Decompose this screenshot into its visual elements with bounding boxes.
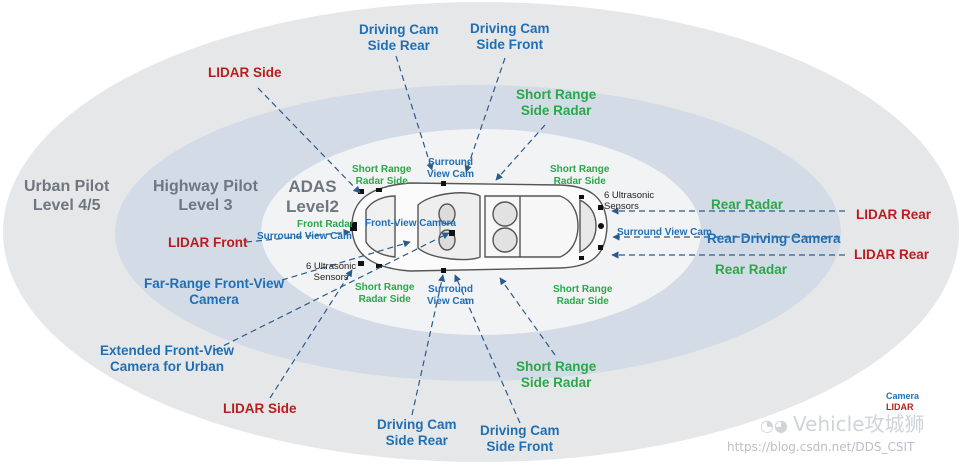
sensor-markers	[350, 181, 604, 273]
front-radar-label: Front Radar	[297, 219, 354, 230]
rear-driving-camera-label: Rear Driving Camera	[707, 231, 841, 246]
watermark-url: https://blog.csdn.net/DDS_CSIT	[727, 440, 915, 454]
connector-lines	[214, 55, 845, 424]
wechat-icon: ◔◕	[760, 416, 794, 435]
surround-view-cam-front-label: Surround View Cam	[257, 231, 352, 242]
front-view-camera-label: Front-View Camera	[365, 218, 456, 229]
lidar-front-label: LIDAR Front	[168, 235, 248, 250]
lidar-rear-top-label: LIDAR Rear	[856, 207, 932, 222]
lidar-rear-bottom-label: LIDAR Rear	[854, 247, 930, 262]
watermark-brand: ◔◕ Vehicle攻城狮	[760, 412, 925, 436]
rear-radar-top-label: Rear Radar	[711, 197, 784, 212]
lidar-side-bottom-label: LIDAR Side	[223, 401, 297, 416]
surround-view-cam-rear-label: Surround View Cam	[617, 227, 712, 238]
legend-lidar: LIDAR	[886, 402, 914, 412]
lidar-side-top-label: LIDAR Side	[208, 65, 282, 80]
legend-camera: Camera	[886, 391, 920, 401]
legend: Camera LIDAR	[886, 391, 919, 413]
rear-radar-bottom-label: Rear Radar	[715, 262, 788, 277]
